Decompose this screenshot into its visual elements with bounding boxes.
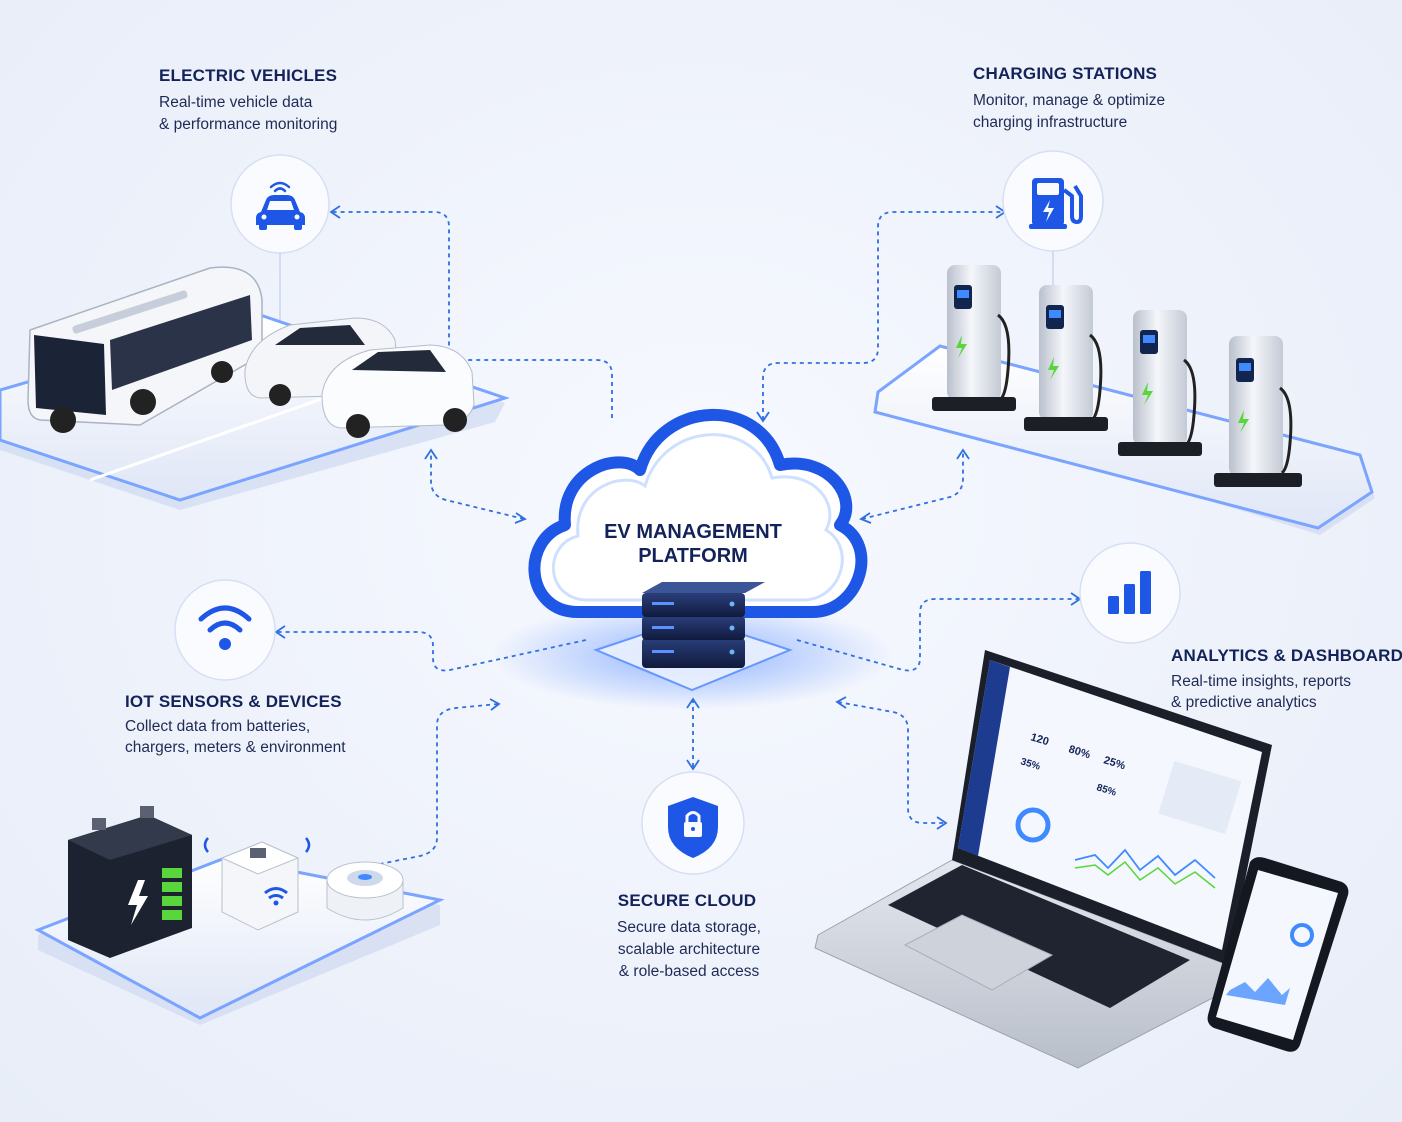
charger-unit	[1024, 285, 1108, 431]
secure-cloud-node: SECURE CLOUD Secure data storage, scalab…	[617, 771, 761, 980]
car-wifi-icon	[256, 181, 305, 230]
secure-desc-line3: & role-based access	[619, 963, 760, 980]
secure-title: SECURE CLOUD	[618, 891, 756, 910]
connector-chargers-bottom	[861, 452, 964, 520]
charger-unit	[1118, 310, 1202, 456]
connector-iot-bottom	[379, 703, 499, 865]
vehicles-desc-line2: & performance monitoring	[159, 116, 337, 133]
bar-chart-icon	[1108, 571, 1151, 614]
analytics-desc-line1: Real-time insights, reports	[1171, 673, 1351, 690]
cloud-shape	[528, 409, 868, 618]
iot-desc-line1: Collect data from batteries,	[125, 718, 310, 735]
connector-vehicles-bottom	[430, 452, 525, 520]
connector-iot-top	[278, 631, 587, 672]
shield-lock-icon	[668, 797, 718, 858]
secure-desc-line2: scalable architecture	[618, 941, 760, 958]
bus-illustration	[27, 266, 263, 433]
sensor-cube-illustration	[203, 837, 311, 931]
map-panel	[1158, 760, 1242, 835]
charging-stations-node: CHARGING STATIONS Monitor, manage & opti…	[873, 64, 1375, 535]
chargers-desc-line1: Monitor, manage & optimize	[973, 92, 1165, 109]
laptop-illustration: 120 80% 25% 35% 85%	[814, 650, 1272, 1069]
iot-icon-circle	[174, 579, 276, 681]
wifi-icon	[198, 605, 252, 650]
phone-donut	[1290, 923, 1314, 947]
platform-title-line1: EV MANAGEMENT	[604, 521, 782, 543]
iot-desc-line2: chargers, meters & environment	[125, 739, 346, 756]
secure-desc-line1: Secure data storage,	[617, 919, 761, 936]
donut-chart	[1015, 807, 1051, 843]
cloud-platform: EV MANAGEMENT PLATFORM	[492, 409, 892, 710]
vehicles-title: ELECTRIC VEHICLES	[159, 66, 337, 85]
analytics-desc-line2: & predictive analytics	[1171, 694, 1317, 711]
dash-stat-1: 120	[1029, 731, 1050, 748]
chargers-desc-line2: charging infrastructure	[973, 114, 1127, 131]
analytics-title: ANALYTICS & DASHBOARD	[1171, 646, 1402, 665]
fuel-pump-icon	[1029, 178, 1083, 229]
iot-title: IOT SENSORS & DEVICES	[125, 692, 342, 711]
iot-sensors-node: IOT SENSORS & DEVICES Collect data from …	[34, 579, 445, 1025]
platform-title-line2: PLATFORM	[638, 545, 748, 567]
connector-chargers-top	[762, 211, 1003, 420]
connectors	[274, 205, 1082, 865]
battery-illustration	[68, 806, 192, 958]
charger-unit	[1214, 336, 1302, 487]
phone-area-chart	[1226, 978, 1290, 1005]
analytics-node: ANALYTICS & DASHBOARD Real-time insights…	[814, 542, 1402, 1069]
chargers-title: CHARGING STATIONS	[973, 64, 1157, 83]
vehicles-desc-line1: Real-time vehicle data	[159, 94, 313, 111]
connector-vehicles-top	[333, 211, 613, 418]
connector-analytics-bottom	[837, 701, 944, 824]
car-illustration	[244, 317, 475, 438]
electric-vehicles-node: ELECTRIC VEHICLES Real-time vehicle data…	[0, 66, 510, 510]
dashboard-screen: 120 80% 25% 35% 85%	[1015, 731, 1242, 889]
meter-illustration	[326, 861, 404, 921]
line-chart	[1074, 848, 1216, 879]
phone-illustration	[1207, 857, 1349, 1052]
charger-unit	[932, 265, 1016, 411]
server-icon	[642, 582, 765, 668]
charger-units	[932, 265, 1302, 487]
